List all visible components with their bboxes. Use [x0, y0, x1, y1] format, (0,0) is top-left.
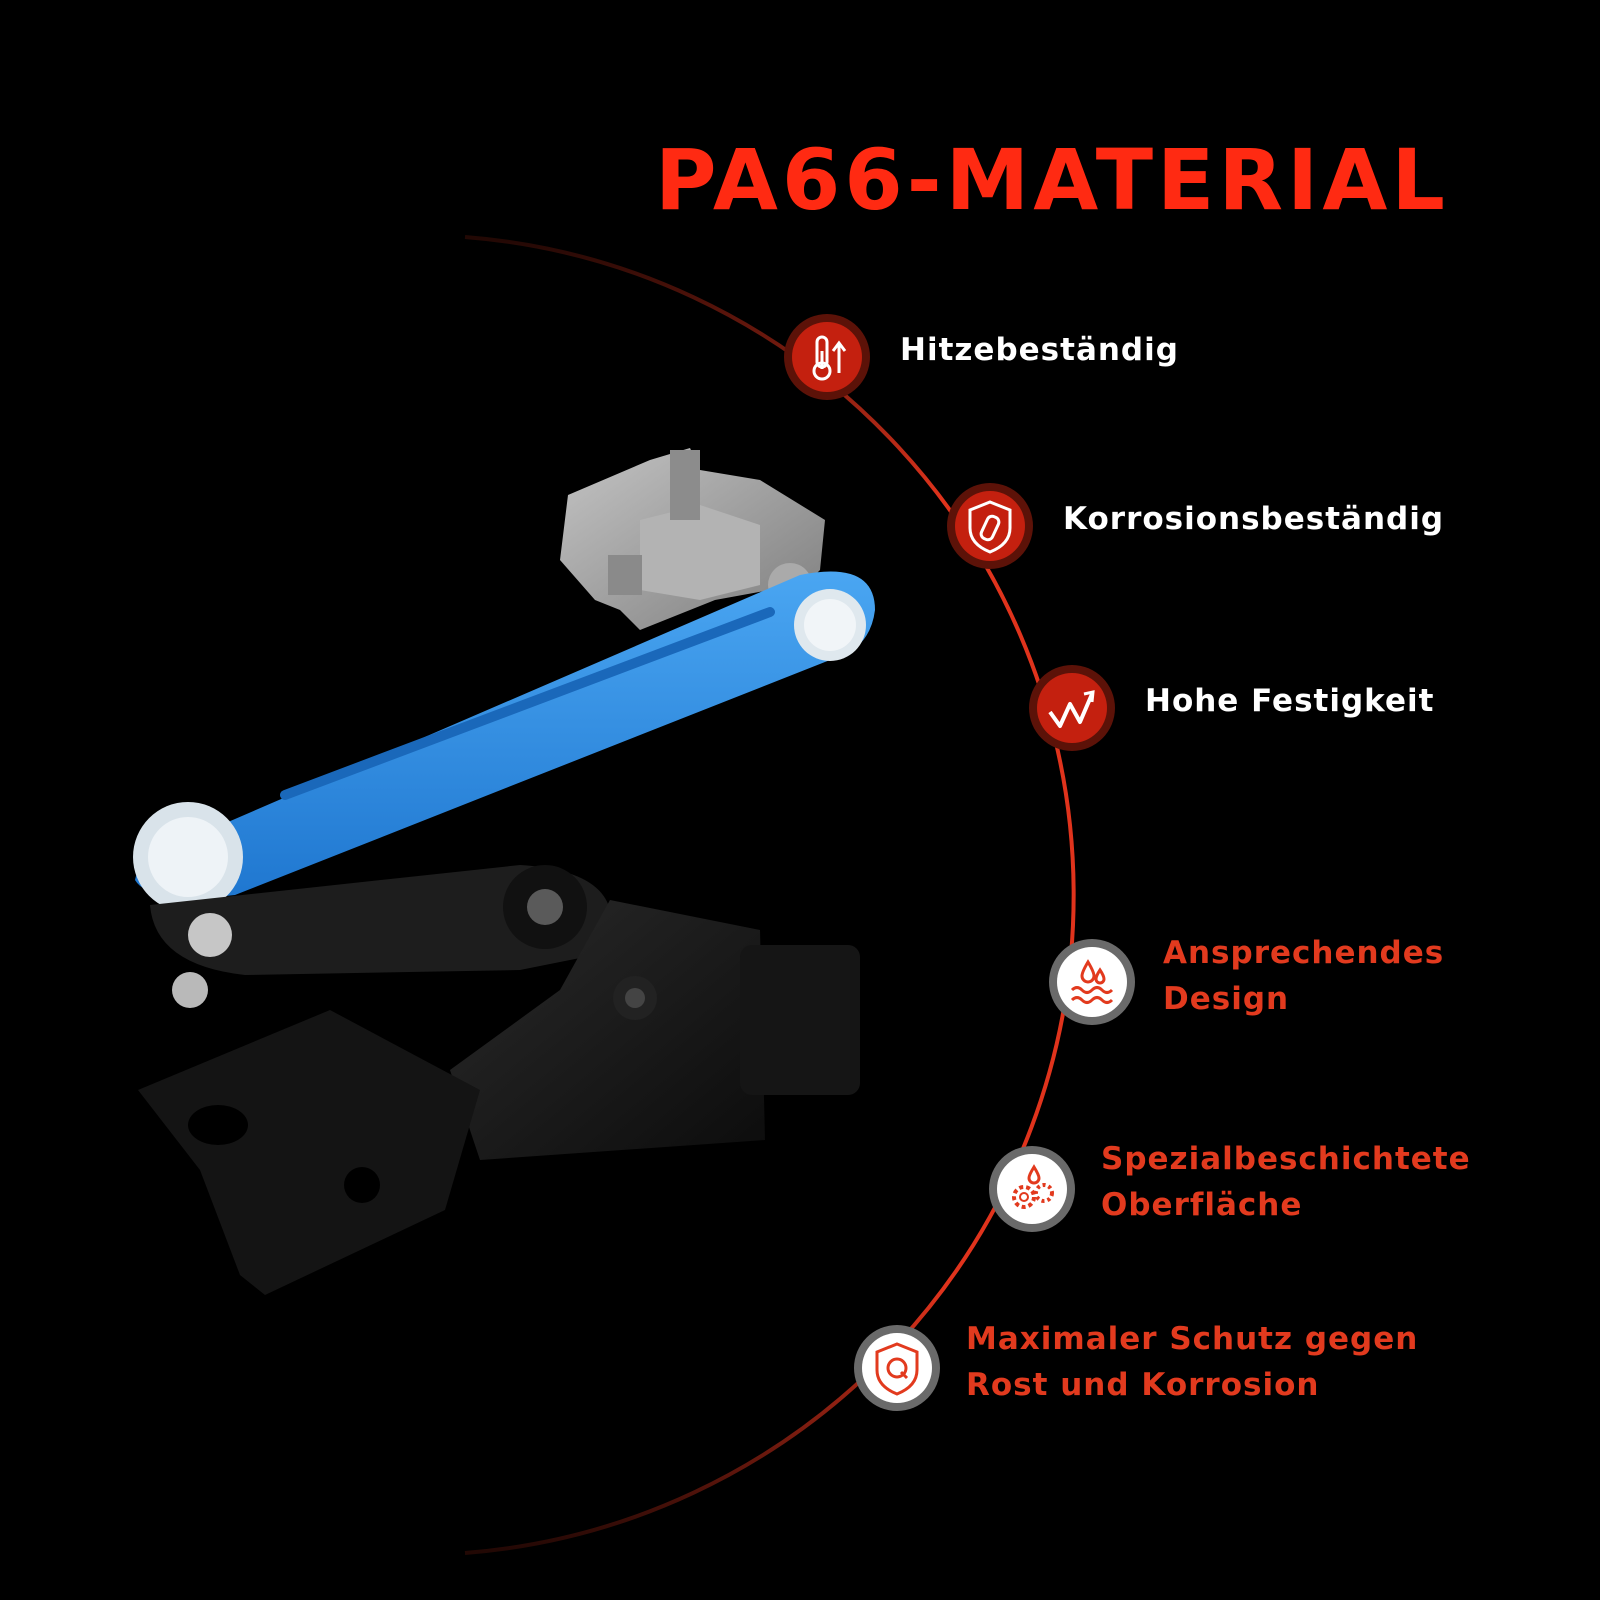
black-sensor-body — [150, 865, 860, 1160]
feature-label-line: Korrosionsbeständig — [1063, 501, 1445, 537]
shield-q-icon — [853, 1324, 941, 1412]
feature-label-line: Oberfläche — [1101, 1187, 1303, 1223]
feature-label: Hitzebeständig — [900, 327, 1179, 373]
water-drops-icon — [1048, 938, 1136, 1026]
feature-label-line: Maximaler Schutz gegen — [966, 1321, 1419, 1357]
feature-label-line: Ansprechendes — [1163, 935, 1445, 971]
thermometer-arrow-icon — [783, 313, 871, 401]
feature-label-line: Rost und Korrosion — [966, 1367, 1320, 1403]
gears-drop-icon — [988, 1145, 1076, 1233]
decorative-arc — [464, 235, 1076, 1555]
feature-label: Korrosionsbeständig — [1063, 496, 1444, 542]
feature-label-line: Hohe Festigkeit — [1145, 683, 1435, 719]
feature-label-line: Spezialbeschichtete — [1101, 1141, 1471, 1177]
feature-label-line: Hitzebeständig — [900, 332, 1179, 368]
metal-bracket — [560, 448, 825, 630]
shield-test-tube-icon — [946, 482, 1034, 570]
feature-label: Hohe Festigkeit — [1145, 678, 1434, 724]
blue-lever-arm — [133, 571, 875, 912]
feature-label-line: Design — [1163, 981, 1290, 1017]
page-title: PA66-MATERIAL — [655, 131, 1449, 229]
mounting-plate — [138, 1010, 480, 1295]
rising-graph-icon — [1028, 664, 1116, 752]
